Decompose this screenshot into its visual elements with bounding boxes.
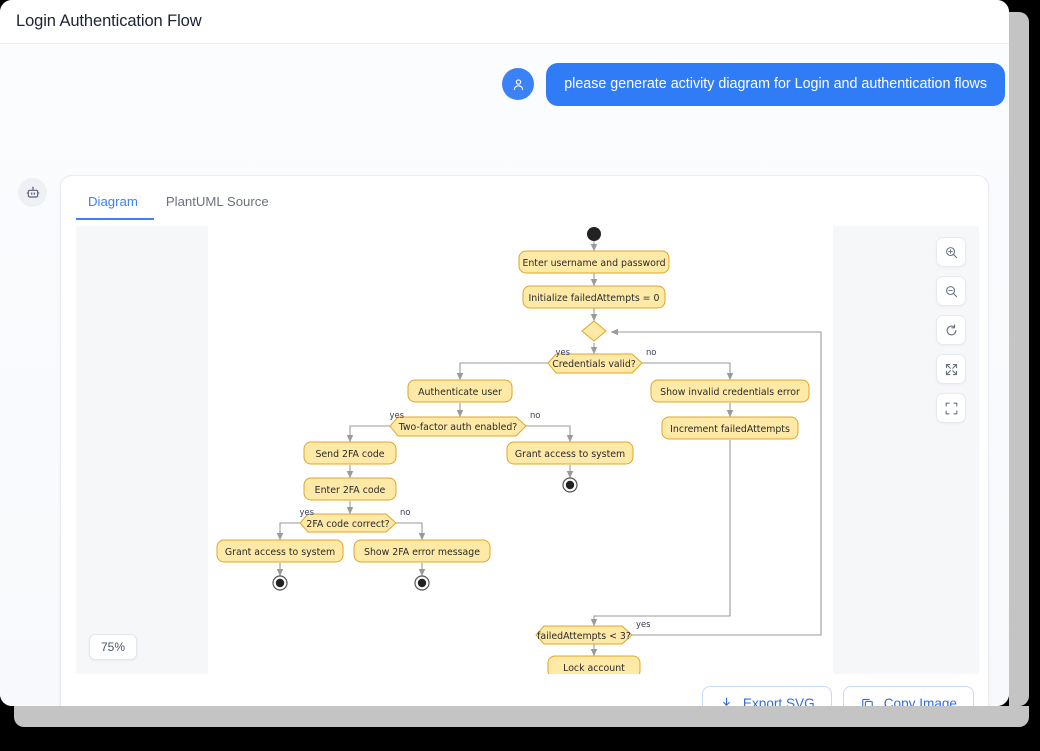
node-label: Grant access to system xyxy=(225,547,335,558)
tab-bar: Diagram PlantUML Source xyxy=(76,190,285,220)
activity-node-a2: Initialize failedAttempts = 0 xyxy=(522,285,666,309)
node-label: 2FA code correct? xyxy=(306,519,389,530)
edge-label-yes: yes xyxy=(556,347,570,357)
zoom-level-badge: 75% xyxy=(89,634,138,660)
reset-icon xyxy=(946,323,956,335)
diagram-canvas[interactable]: Enter username and password Initialize f… xyxy=(76,226,979,674)
page-title: Login Authentication Flow xyxy=(16,12,202,30)
decision-node-d3: 2FA code correct? xyxy=(299,513,397,533)
activity-node-a10: Increment failedAttempts xyxy=(661,416,799,440)
decision-node-d4: failedAttempts < 3? xyxy=(535,625,633,645)
app-window: Login Authentication Flow please generat… xyxy=(0,0,1009,706)
edge-label-yes: yes xyxy=(636,619,650,629)
activity-node-a3: Authenticate user xyxy=(407,379,513,403)
window-shadow-right xyxy=(1009,12,1029,706)
edge-label-yes: yes xyxy=(390,410,404,420)
user-message-row: please generate activity diagram for Log… xyxy=(502,63,1005,106)
edge-label-yes: yes xyxy=(300,507,314,517)
fullscreen-icon xyxy=(945,402,957,414)
copy-icon xyxy=(861,698,873,706)
activity-node-a7: Show 2FA error message xyxy=(353,539,491,563)
reset-view-button[interactable] xyxy=(936,315,966,345)
copy-image-label: Copy Image xyxy=(883,695,957,707)
fullscreen-button[interactable] xyxy=(936,393,966,423)
conversation-area: please generate activity diagram for Log… xyxy=(0,44,1009,706)
node-label: Increment failedAttempts xyxy=(670,424,790,435)
activity-node-a11: Lock account xyxy=(547,655,641,674)
robot-icon xyxy=(26,186,39,198)
user-message-bubble: please generate activity diagram for Log… xyxy=(546,63,1005,106)
edge-label-no: no xyxy=(400,507,410,517)
node-label: Credentials valid? xyxy=(552,359,636,370)
activity-node-a9: Show invalid credentials error xyxy=(650,379,810,403)
activity-node-a6: Grant access to system xyxy=(216,539,344,563)
fit-to-screen-button[interactable] xyxy=(936,354,966,384)
node-label: Initialize failedAttempts = 0 xyxy=(529,293,660,304)
tab-plantuml-source[interactable]: PlantUML Source xyxy=(165,194,269,209)
activity-node-a4: Send 2FA code xyxy=(303,441,397,465)
activity-node-a1: Enter username and password xyxy=(518,250,670,274)
download-icon xyxy=(723,697,730,706)
edge-label-no: no xyxy=(646,347,656,357)
export-svg-label: Export SVG xyxy=(742,695,815,707)
avatar xyxy=(502,68,535,100)
node-label: Two-factor auth enabled? xyxy=(398,422,518,433)
diagram-card: Diagram PlantUML Source xyxy=(60,175,989,706)
node-label: Enter 2FA code xyxy=(315,485,386,496)
decision-node-d2: Two-factor auth enabled? xyxy=(389,416,527,437)
zoom-out-icon xyxy=(945,285,957,297)
final-node-1 xyxy=(562,477,578,493)
zoom-in-button[interactable] xyxy=(936,237,966,267)
canvas-toolbar xyxy=(936,237,966,423)
user-icon xyxy=(513,78,523,90)
decision-node-d1: Credentials valid? xyxy=(547,353,643,374)
activity-node-a5: Enter 2FA code xyxy=(303,477,397,501)
node-label: Show 2FA error message xyxy=(364,547,480,558)
edge-layer xyxy=(276,241,822,657)
node-label: Send 2FA code xyxy=(315,449,384,460)
node-label: Show invalid credentials error xyxy=(660,387,800,398)
merge-node xyxy=(581,320,607,342)
initial-node xyxy=(587,227,601,241)
zoom-out-button[interactable] xyxy=(936,276,966,306)
edge-label-no: no xyxy=(530,410,540,420)
export-svg-button[interactable]: Export SVG xyxy=(701,685,832,707)
zoom-in-icon xyxy=(945,246,957,258)
tab-diagram[interactable]: Diagram xyxy=(76,190,154,220)
bot-avatar xyxy=(18,178,47,207)
node-label: Authenticate user xyxy=(418,387,502,398)
fit-screen-icon xyxy=(945,363,957,375)
activity-node-a8: Grant access to system xyxy=(506,441,634,465)
node-label: failedAttempts < 3? xyxy=(537,631,631,642)
window-shadow-bottom xyxy=(14,706,1029,727)
final-node-2 xyxy=(272,575,288,591)
node-label: Lock account xyxy=(563,663,625,674)
copy-image-button[interactable]: Copy Image xyxy=(842,685,974,707)
node-label: Grant access to system xyxy=(515,449,625,460)
node-label: Enter username and password xyxy=(522,258,665,269)
final-node-3 xyxy=(414,575,430,591)
card-footer: Export SVG Copy Image xyxy=(61,672,988,707)
titlebar: Login Authentication Flow xyxy=(0,0,1009,44)
uml-activity-diagram: Enter username and password Initialize f… xyxy=(216,227,822,674)
